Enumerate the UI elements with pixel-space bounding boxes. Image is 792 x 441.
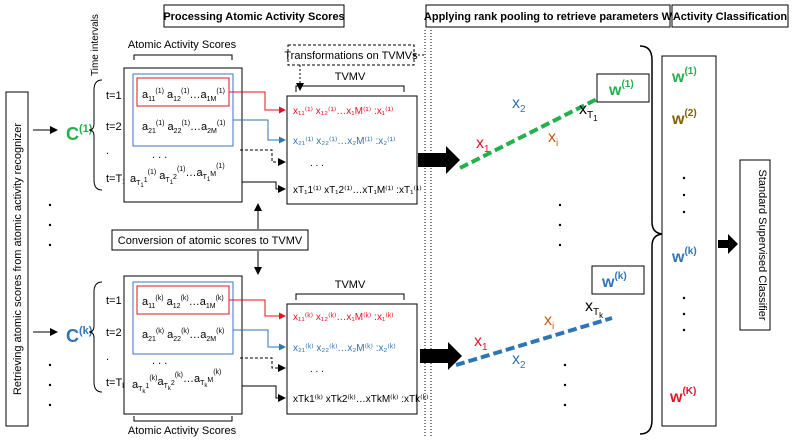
header-box-processing <box>163 4 345 28</box>
t-ellipsis-bottom: . <box>106 351 109 363</box>
ranking-line-bottom <box>455 316 613 367</box>
brace-top <box>88 79 103 191</box>
connector-blue-bottom <box>233 329 286 351</box>
pool-bottom-xi: xi <box>544 312 554 332</box>
pool-bottom-x1: x1 <box>474 333 488 353</box>
t-row-top-2: t=2 <box>106 121 122 133</box>
connector-dash-top <box>240 149 286 166</box>
tvmv-label-top: TVMV <box>335 71 366 83</box>
t-row-bottom-3: t=Tk <box>106 377 126 390</box>
connector-blue-top <box>233 119 286 144</box>
t-row-bottom-2: t=2 <box>106 327 122 339</box>
right-brace <box>639 45 665 435</box>
ranking-line-top <box>459 93 606 170</box>
weight-w1: w(1) <box>671 66 697 86</box>
w1-label: w(1) <box>608 79 634 99</box>
pool-top-xi: xi <box>548 129 558 149</box>
c1-label: C(1) <box>66 123 93 144</box>
matrix-box-bottom <box>123 275 243 415</box>
weights-dots-2 <box>682 296 686 332</box>
pool-bottom-xT: xTk <box>585 298 604 320</box>
connector-dash-bottom <box>240 357 286 372</box>
classifier-label: Standard Supervised Classifier <box>756 169 768 320</box>
wk-label: w(k) <box>601 271 627 291</box>
pool-top-x2: x2 <box>512 95 526 115</box>
aas-bracket-top <box>133 54 233 60</box>
conversion-box <box>111 229 309 251</box>
matrix-blue-frame-top <box>132 73 234 147</box>
aas-label-bottom: Atomic Activity Scores <box>128 425 237 437</box>
weight-wK: w(K) <box>669 386 696 406</box>
transformations-label: Transformations on TVMVs <box>284 50 418 62</box>
tvmv-bottom-row3: xTk1⁽ᵏ⁾ xTk2⁽ᵏ⁾…xTkM⁽ᵏ⁾ :xTk⁽ᵏ⁾ <box>293 394 428 405</box>
tvmv-top-row1: x₁₁⁽¹⁾ x₁₂⁽¹⁾…x₁M⁽¹⁾ :x₁⁽¹⁾ <box>293 106 393 117</box>
weight-wk: w(k) <box>671 246 697 266</box>
matrix-bottom-dots: . . . <box>152 355 167 367</box>
header-processing: Processing Atomic Activity Scores <box>163 11 344 23</box>
t-ellipsis-top: . <box>106 145 109 157</box>
connector-red-bottom <box>229 299 286 320</box>
tvmv-box-top <box>286 95 418 205</box>
middle-ellipsis-dots <box>558 203 567 407</box>
weight-w2: w(2) <box>671 108 697 128</box>
classifier-box <box>739 159 771 331</box>
aas-bracket-bottom <box>133 416 233 422</box>
left-label-box <box>5 91 29 427</box>
header-classification: Activity Classification <box>673 11 788 23</box>
weights-column-box <box>661 55 717 427</box>
tvmv-top-dots: . . . <box>310 158 324 169</box>
t-row-top-1: t=1 <box>106 90 122 102</box>
block-arrow-bottom <box>420 342 462 370</box>
brace-bottom <box>88 281 103 393</box>
t-row-bottom-1: t=1 <box>106 295 122 307</box>
wk-box <box>591 265 645 295</box>
weights-dots-1 <box>682 176 686 214</box>
w1-box <box>596 73 650 103</box>
tvmv-bracket-bottom <box>295 293 405 300</box>
header-box-classification <box>671 4 789 28</box>
matrix-box-top <box>123 67 243 203</box>
connector-red-top <box>229 91 286 114</box>
left-ellipsis-dots <box>48 203 52 407</box>
pool-top-x1: x1 <box>476 135 490 155</box>
tvmv-top-row2: x₂₁⁽¹⁾ x₂₂⁽¹⁾…x₂M⁽¹⁾ :x₂⁽¹⁾ <box>293 136 395 147</box>
tvmv-top-row3: xT₁1⁽¹⁾ xT₁2⁽¹⁾…xT₁M⁽¹⁾ :xT₁⁽¹⁾ <box>293 185 422 196</box>
aas-label-top: Atomic Activity Scores <box>128 39 237 51</box>
pool-top-xT: xT1 <box>579 101 598 123</box>
matrix-blue-frame-bottom <box>132 281 234 355</box>
block-arrow-classifier <box>718 234 738 254</box>
tvmv-bottom-row2: x₂₁⁽ᵏ⁾ x₂₂⁽ᵏ⁾…x₂M⁽ᵏ⁾ :x₂⁽ᵏ⁾ <box>293 343 396 354</box>
block-arrow-top <box>418 146 460 174</box>
t-row-top-3: t=T1 <box>106 173 126 186</box>
header-rank-pooling: Applying rank pooling to retrieve parame… <box>424 11 673 23</box>
connector-black-top <box>242 181 286 193</box>
connector-black-bottom <box>242 385 286 402</box>
tvmv-bottom-row1: x₁₁⁽ᵏ⁾ x₁₂⁽ᵏ⁾…x₁M⁽ᵏ⁾ :x₁⁽ᵏ⁾ <box>293 312 394 323</box>
t-rows-top: t=1 t=2 . t=T1 <box>106 90 126 186</box>
tvmv-bracket-top <box>295 85 405 92</box>
time-intervals-label: Time intervals <box>90 14 101 76</box>
conversion-label: Conversion of atomic scores to TVMV <box>118 235 303 247</box>
header-box-rank-pooling <box>425 4 671 28</box>
tvmv-label-bottom: TVMV <box>335 279 366 291</box>
left-vertical-label: Retrieving atomic scores from atomic act… <box>12 123 24 395</box>
tvmv-bottom-dots: . . . <box>310 364 324 375</box>
matrix-top-dots: . . . <box>152 149 167 161</box>
pool-bottom-x2: x2 <box>512 351 526 371</box>
t-rows-bottom: t=1 t=2 . t=Tk <box>106 295 126 390</box>
ck-label: C(k) <box>66 325 93 346</box>
tvmv-box-bottom <box>286 303 418 415</box>
